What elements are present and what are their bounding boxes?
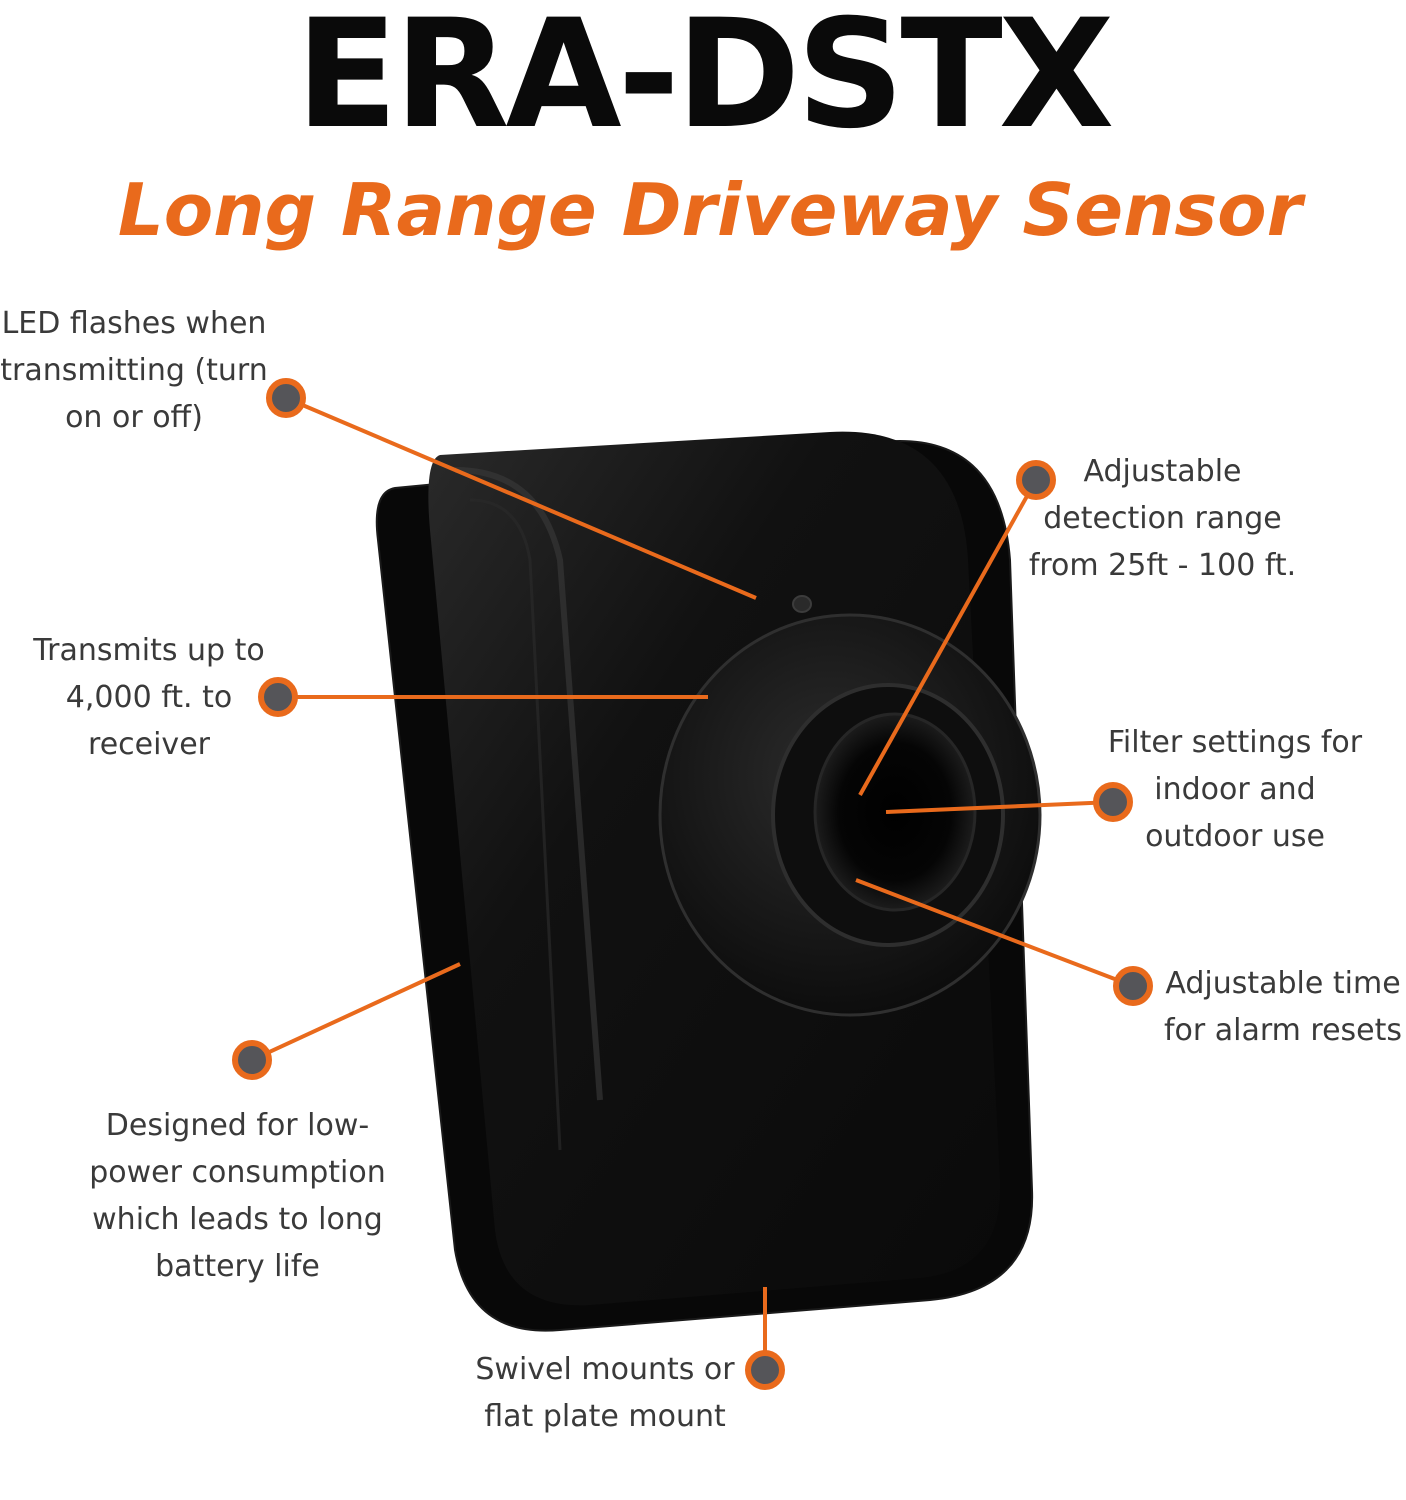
callout-dots bbox=[232, 378, 1153, 1390]
callout-line-led bbox=[285, 396, 757, 600]
callout-dot-power bbox=[232, 1040, 272, 1080]
callout-dot-range bbox=[1016, 460, 1056, 500]
callout-filter-text: Filter settings for indoor and outdoor u… bbox=[1107, 725, 1363, 854]
callout-transmit-text: Transmits up to 4,000 ft. to receiver bbox=[33, 633, 265, 762]
callout-line-power bbox=[251, 962, 461, 1062]
callout-led-text: LED flashes when transmitting (turn on o… bbox=[0, 306, 268, 435]
device-highlight bbox=[454, 467, 603, 1101]
callout-dot-filter bbox=[1093, 782, 1133, 822]
callout-line-range bbox=[858, 479, 1038, 796]
callout-line-reset bbox=[855, 878, 1134, 988]
callout-line-filter bbox=[885, 800, 1114, 814]
callout-dot-led bbox=[266, 378, 306, 418]
callout-dot-reset bbox=[1113, 966, 1153, 1006]
callout-dot-transmit bbox=[258, 677, 298, 717]
product-subtitle: Long Range Driveway Sensor bbox=[117, 168, 1303, 252]
callout-power-text: Designed for low- power consumption whic… bbox=[89, 1108, 386, 1284]
callout-mount-text: Swivel mounts or flat plate mount bbox=[475, 1352, 735, 1434]
product-title: ERA-DSTX bbox=[295, 0, 1115, 162]
callout-reset-text: Adjustable time for alarm resets bbox=[1163, 966, 1403, 1048]
callout-range-text: Adjustable detection range from 25ft - 1… bbox=[1028, 454, 1297, 583]
callout-dot-mount bbox=[745, 1350, 785, 1390]
led-indicator bbox=[792, 595, 812, 613]
